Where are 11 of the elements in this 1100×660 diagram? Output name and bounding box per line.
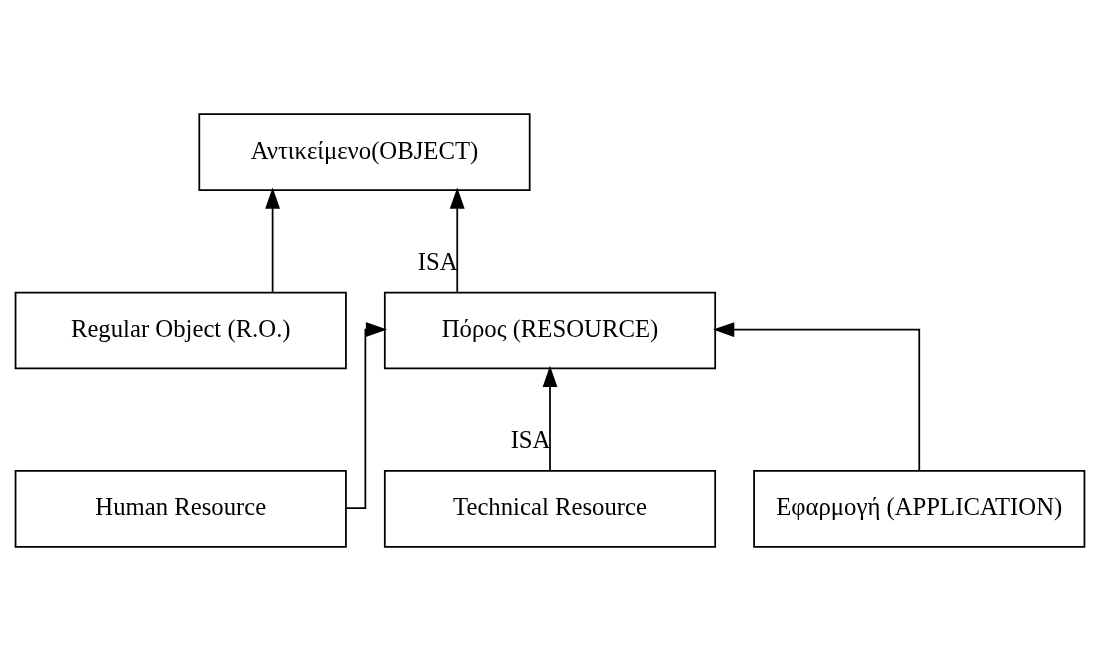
arrow: [265, 186, 281, 293]
node-box: Regular Object (R.O.): [14, 291, 347, 369]
arrow: [542, 365, 558, 471]
node-box: Αντικείμενο(OBJECT): [198, 112, 531, 191]
arrow: [345, 321, 388, 509]
node-box: Technical Resource: [383, 469, 717, 548]
arrow: [449, 186, 465, 293]
node-box: Human Resource: [14, 469, 347, 548]
node-box: Πόρος (RESOURCE): [383, 291, 717, 369]
arrow: [713, 321, 921, 472]
node-box: Εφαρμογή (APPLICATION): [753, 469, 1086, 548]
